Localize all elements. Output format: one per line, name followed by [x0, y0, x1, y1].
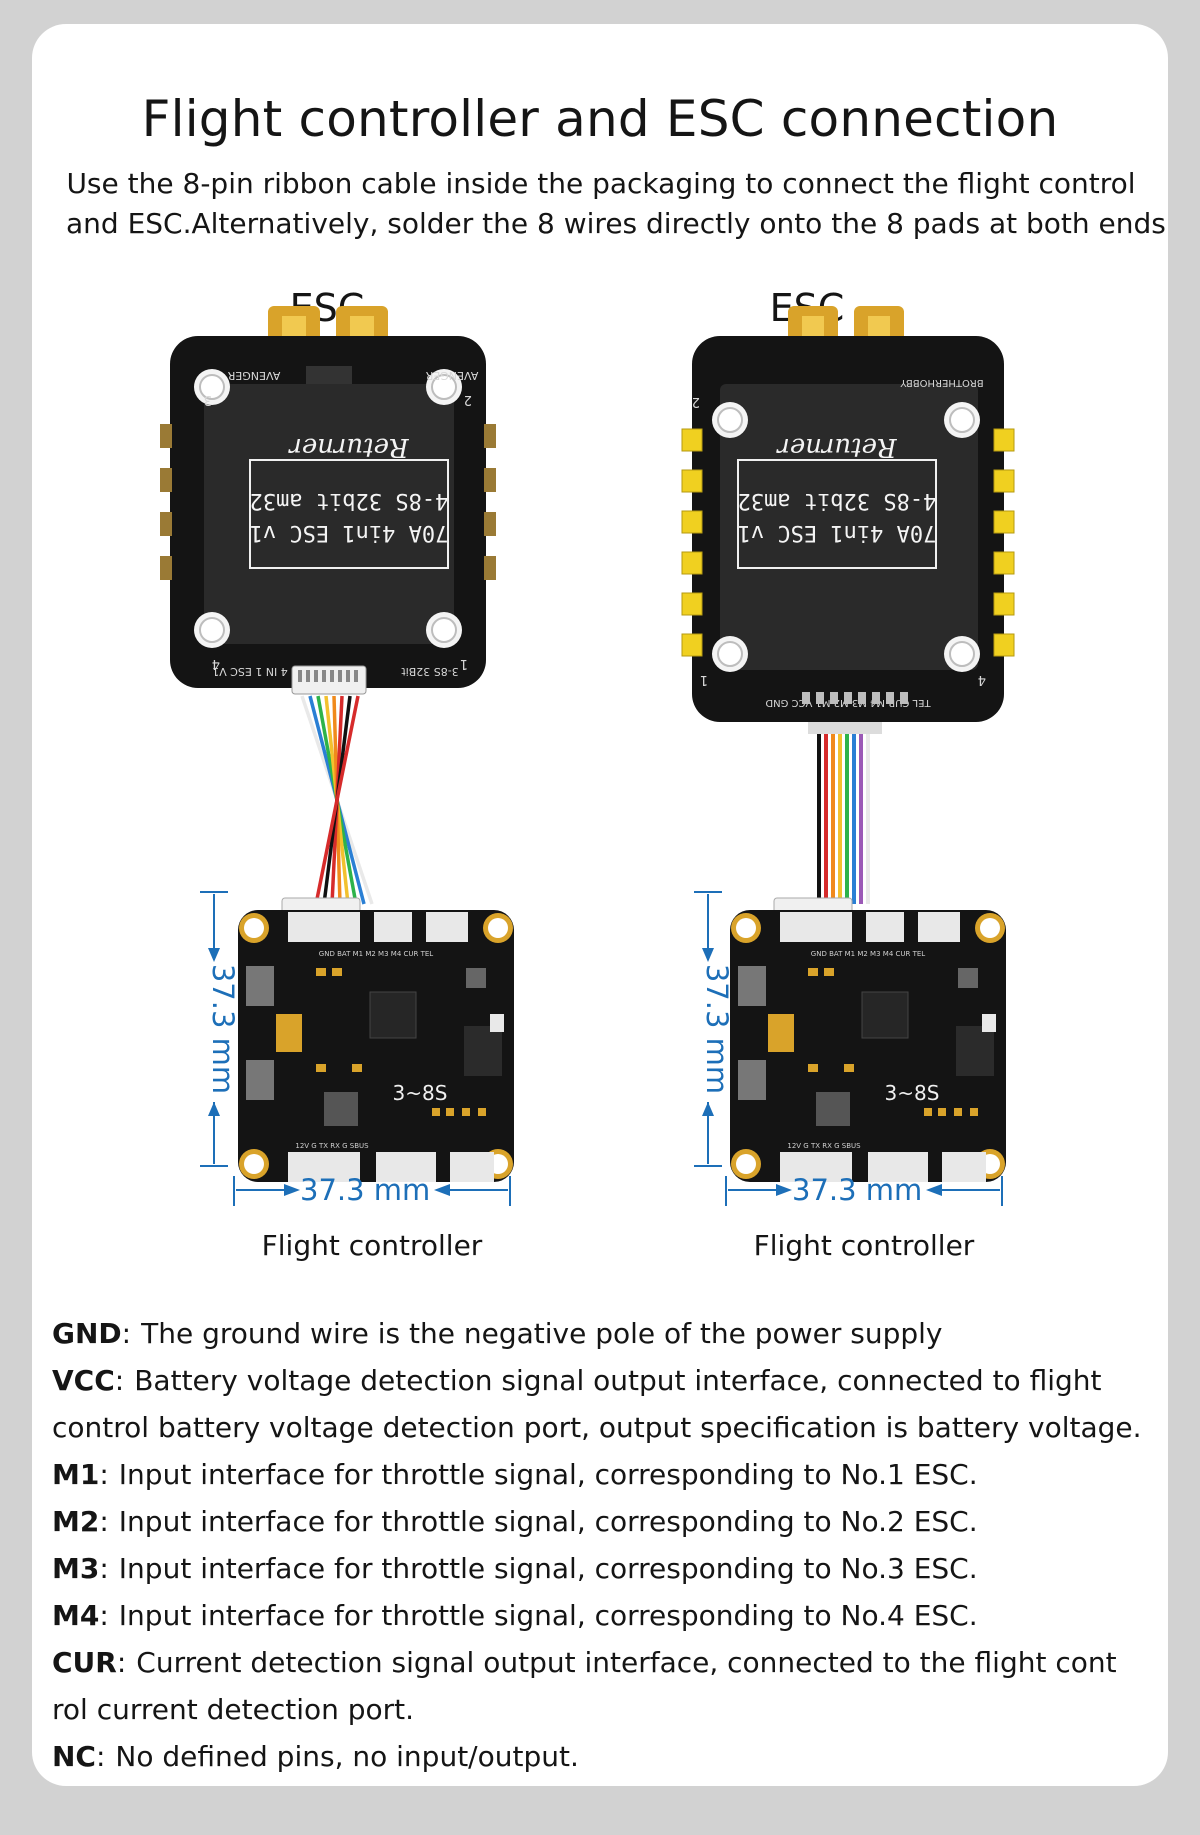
svg-text:4 IN 1 ESC V1: 4 IN 1 ESC V1	[212, 665, 288, 678]
page-title: Flight controller and ESC connection	[141, 90, 1059, 148]
definition-cur-cont: rol current detection port.	[52, 1693, 415, 1726]
svg-text:1: 1	[460, 656, 468, 671]
height-dimension-left: 37.3 mm	[206, 963, 241, 1095]
esc-model-line2-left: 4-8S 32bit am32	[250, 488, 449, 513]
esc-board-left: 70A 4in1 ESC v1 4-8S 32bit am32 Returner…	[160, 306, 496, 695]
connection-diagram: 70A 4in1 ESC v1 4-8S 32bit am32 Returner…	[160, 306, 1015, 1206]
esc-model-line1-left: 70A 4in1 ESC v1	[250, 520, 449, 545]
intro-line-2: and ESC.Alternatively, solder the 8 wire…	[66, 207, 1168, 240]
fc-top-pins-left: GND BAT M1 M2 M3 M4 CUR TEL	[319, 950, 433, 958]
flight-controller-left: 3~8S GND BAT M1 M2 M3 M4 CUR TEL 12V G T…	[238, 897, 514, 1182]
esc-board-right: 70A 4in1 ESC v1 4-8S 32bit am32 Returner…	[681, 306, 1015, 734]
flight-controller-right: 3~8S GND BAT M1 M2 M3 M4 CUR TEL 12V G T…	[730, 897, 1006, 1182]
fc-top-pins-right: GND BAT M1 M2 M3 M4 CUR TEL	[811, 950, 925, 958]
definition-gnd: GND:The ground wire is the negative pole…	[52, 1317, 943, 1350]
esc-brand-left: Returner	[288, 432, 410, 462]
svg-text:2: 2	[464, 392, 472, 407]
definition-m4: M4:Input interface for throttle signal, …	[52, 1599, 978, 1632]
svg-text:1: 1	[700, 672, 708, 687]
definition-nc: NC:No defined pins, no input/output.	[52, 1740, 579, 1773]
svg-text:AVENGER: AVENGER	[227, 369, 280, 382]
pin-definitions: GND:The ground wire is the negative pole…	[52, 1310, 1152, 1780]
width-dimension-right: 37.3 mm	[792, 1173, 923, 1207]
intro-line-1: Use the 8-pin ribbon cable inside the pa…	[66, 167, 1136, 200]
definition-vcc: VCC:Battery voltage detection signal out…	[52, 1364, 1102, 1397]
svg-text:AVENGER: AVENGER	[425, 369, 478, 382]
esc-brand-right: Returner	[776, 432, 898, 462]
definition-cur: CUR:Current detection signal output inte…	[52, 1646, 1117, 1679]
esc-model-line1-right: 70A 4in1 ESC v1	[738, 520, 937, 545]
fc-cells-right: 3~8S	[885, 1081, 940, 1105]
height-dimension-right: 37.3 mm	[700, 963, 735, 1095]
definition-m3: M3:Input interface for throttle signal, …	[52, 1552, 978, 1585]
svg-text:4: 4	[212, 656, 220, 671]
fc-label-left: Flight controller	[261, 1229, 483, 1262]
svg-text:4: 4	[978, 672, 986, 687]
ribbon-cable-crossed	[300, 695, 374, 905]
esc-model-line2-right: 4-8S 32bit am32	[738, 488, 937, 513]
definition-m2: M2:Input interface for throttle signal, …	[52, 1505, 978, 1538]
svg-text:2: 2	[692, 394, 700, 409]
info-card: Flight controller and ESC connection Use…	[32, 24, 1168, 1786]
fc-label-right: Flight controller	[753, 1229, 975, 1262]
fc-cells-left: 3~8S	[393, 1081, 448, 1105]
definition-vcc-cont: control battery voltage detection port, …	[52, 1411, 1142, 1444]
ribbon-cable-straight	[817, 734, 870, 904]
width-dimension-left: 37.3 mm	[300, 1173, 431, 1207]
dimension-markers	[200, 891, 1003, 1206]
svg-text:3-8S 32Bit: 3-8S 32Bit	[401, 665, 459, 678]
definition-m1: M1:Input interface for throttle signal, …	[52, 1458, 978, 1491]
fc-bottom-pins-right: 12V G TX RX G SBUS	[787, 1142, 861, 1150]
svg-text:BROTHERHOBBY: BROTHERHOBBY	[899, 377, 983, 388]
fc-bottom-pins-left: 12V G TX RX G SBUS	[295, 1142, 369, 1150]
svg-text:3: 3	[204, 392, 212, 407]
intro-text: Use the 8-pin ribbon cable inside the pa…	[66, 164, 1168, 244]
